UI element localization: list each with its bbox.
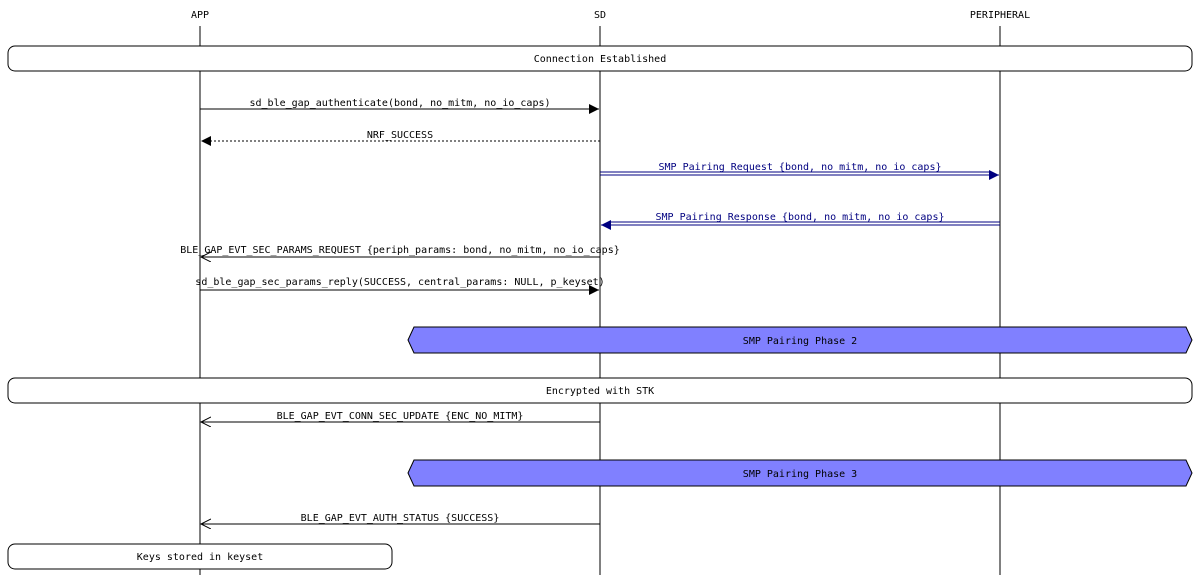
message-sec-params-request: BLE_GAP_EVT_SEC_PARAMS_REQUEST {periph_p… bbox=[180, 245, 620, 257]
participant-peripheral-label: PERIPHERAL bbox=[970, 10, 1030, 21]
message-sec-params-reply: sd_ble_gap_sec_params_reply(SUCCESS, cen… bbox=[195, 277, 605, 295]
smp-pairing-phase-3-label: SMP Pairing Phase 3 bbox=[743, 469, 857, 480]
message-conn-sec-update: BLE_GAP_EVT_CONN_SEC_UPDATE {ENC_NO_MITM… bbox=[201, 411, 600, 422]
participant-app-label: APP bbox=[191, 10, 209, 21]
message-smp-pairing-response-label: SMP Pairing Response {bond, no mitm, no_… bbox=[656, 212, 945, 223]
smp-pairing-phase-2-label: SMP Pairing Phase 2 bbox=[743, 336, 857, 347]
connection-established-box: Connection Established bbox=[7, 45, 1193, 72]
keys-stored-label: Keys stored in keyset bbox=[137, 552, 263, 563]
message-nrf-success: NRF_SUCCESS bbox=[201, 130, 600, 146]
encrypted-with-stk-label: Encrypted with STK bbox=[546, 386, 654, 397]
message-nrf-success-label: NRF_SUCCESS bbox=[367, 130, 433, 141]
message-auth-status: BLE_GAP_EVT_AUTH_STATUS {SUCCESS} bbox=[201, 513, 600, 524]
message-smp-pairing-request-label: SMP Pairing Request {bond, no mitm, no_i… bbox=[659, 162, 942, 173]
smp-pairing-phase-3-box: SMP Pairing Phase 3 bbox=[407, 459, 1193, 487]
message-smp-pairing-response: SMP Pairing Response {bond, no mitm, no_… bbox=[601, 212, 1000, 230]
message-sec-params-reply-label: sd_ble_gap_sec_params_reply(SUCCESS, cen… bbox=[195, 277, 604, 288]
message-auth-status-label: BLE_GAP_EVT_AUTH_STATUS {SUCCESS} bbox=[301, 513, 500, 524]
message-conn-sec-update-label: BLE_GAP_EVT_CONN_SEC_UPDATE {ENC_NO_MITM… bbox=[277, 411, 524, 422]
message-authenticate: sd_ble_gap_authenticate(bond, no_mitm, n… bbox=[200, 98, 599, 114]
keys-stored-box: Keys stored in keyset bbox=[7, 543, 393, 570]
message-smp-pairing-request: SMP Pairing Request {bond, no mitm, no_i… bbox=[600, 162, 999, 180]
message-authenticate-label: sd_ble_gap_authenticate(bond, no_mitm, n… bbox=[249, 98, 550, 109]
encrypted-with-stk-box: Encrypted with STK bbox=[7, 377, 1193, 404]
connection-established-label: Connection Established bbox=[534, 54, 666, 65]
message-sec-params-request-label: BLE_GAP_EVT_SEC_PARAMS_REQUEST {periph_p… bbox=[180, 245, 620, 256]
participant-sd-label: SD bbox=[594, 10, 606, 21]
smp-pairing-phase-2-box: SMP Pairing Phase 2 bbox=[407, 326, 1193, 354]
